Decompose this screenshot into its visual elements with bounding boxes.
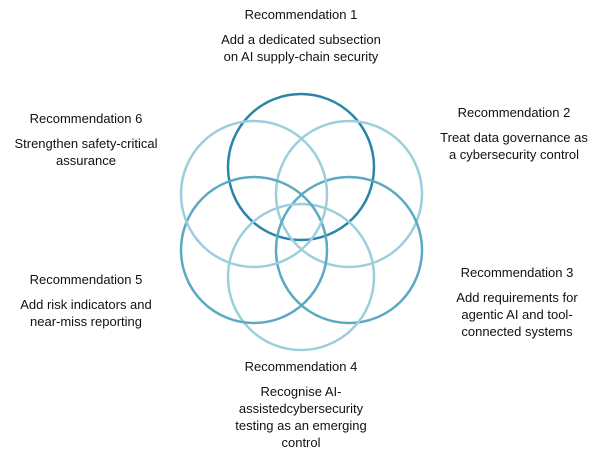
recommendation-6: Recommendation 6 Strengthen safety-criti… [0, 110, 172, 169]
recommendation-5-text: Add risk indicators and near-miss report… [20, 297, 152, 329]
circle-recommendation-5 [179, 175, 329, 325]
recommendation-1-text: Add a dedicated subsection on AI supply-… [221, 32, 381, 64]
recommendation-6-text: Strengthen safety-critical assurance [14, 136, 158, 168]
recommendation-5-title: Recommendation 5 [29, 272, 143, 287]
circle-recommendation-1 [226, 92, 376, 242]
circle-recommendation-6 [179, 119, 329, 269]
recommendation-2: Recommendation 2 Treat data governance a… [426, 104, 602, 163]
recommendation-3-title: Recommendation 3 [460, 265, 574, 280]
recommendation-2-text: Treat data governance as a cybersecurity… [440, 130, 588, 162]
recommendation-2-title: Recommendation 2 [457, 105, 571, 120]
recommendation-6-title: Recommendation 6 [29, 111, 143, 126]
recommendation-4: Recommendation 4 Recognise AI- assistedc… [196, 358, 406, 451]
recommendation-3: Recommendation 3 Add requirements for ag… [432, 264, 602, 340]
recommendation-5: Recommendation 5 Add risk indicators and… [0, 271, 172, 330]
recommendation-4-text: Recognise AI- assistedcybersecurity test… [235, 384, 367, 450]
circle-recommendation-3 [274, 175, 424, 325]
recommendation-1-title: Recommendation 1 [244, 7, 358, 22]
recommendation-3-text: Add requirements for agentic AI and tool… [456, 290, 578, 339]
recommendation-4-title: Recommendation 4 [244, 359, 358, 374]
circle-recommendation-4 [226, 202, 376, 352]
circle-recommendation-2 [274, 119, 424, 269]
recommendation-1: Recommendation 1 Add a dedicated subsect… [176, 6, 426, 65]
